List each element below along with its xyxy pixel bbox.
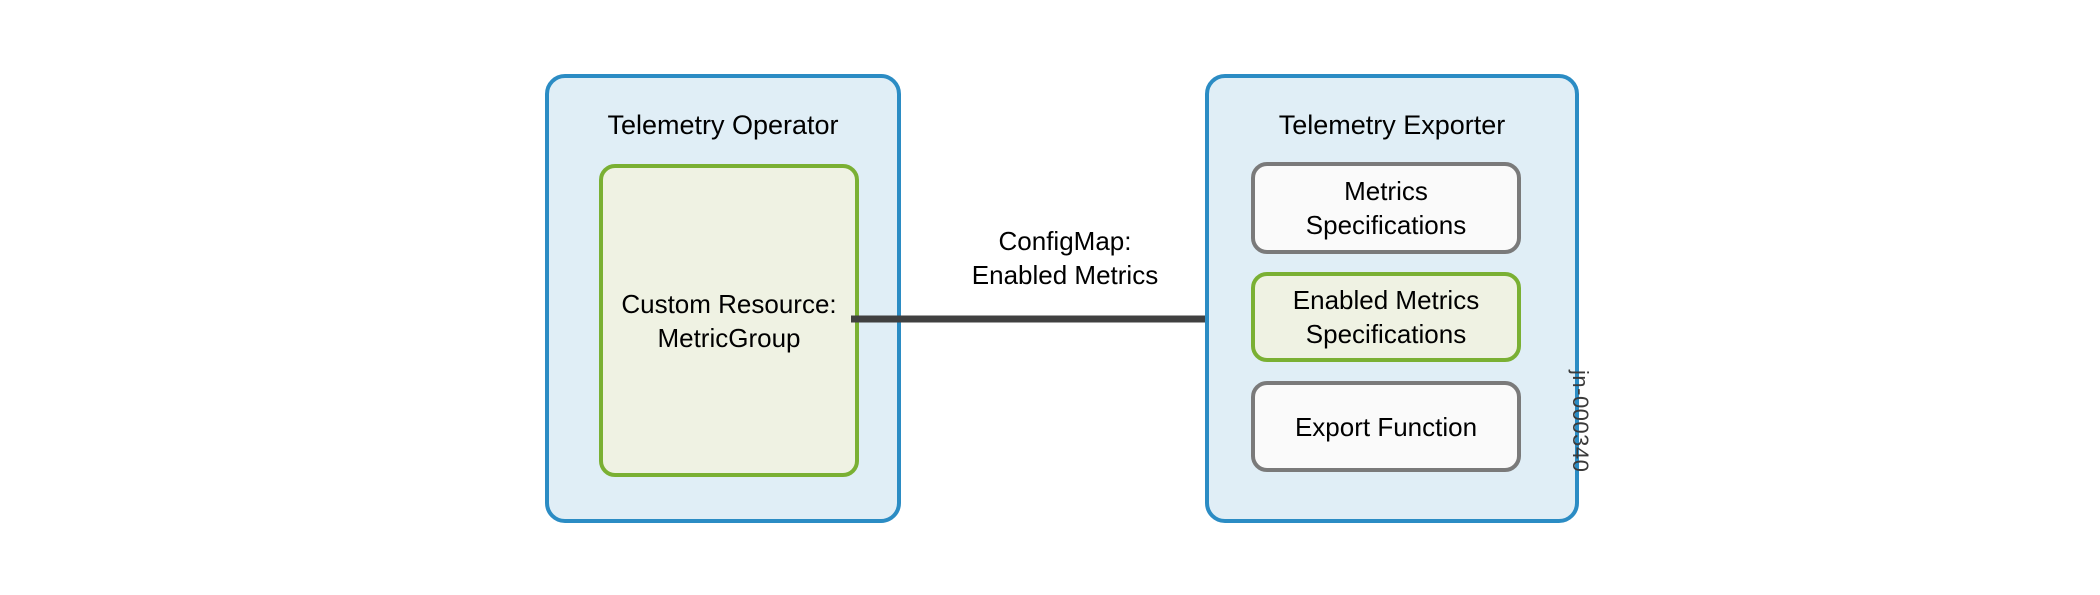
node-export-function-label: Export Function (1294, 411, 1478, 442)
connector-arrow-label: ConfigMap: Enabled Metrics (971, 226, 1159, 290)
node-export-function: Export Function (1251, 381, 1521, 472)
figure-id-watermark: jn-000340 (1568, 370, 1593, 473)
node-metrics-specifications-label: Metrics Specifications (1305, 176, 1467, 240)
node-enabled-metrics-specifications: Enabled Metrics Specifications (1251, 272, 1521, 362)
group-telemetry-exporter-title: Telemetry Exporter (1278, 110, 1506, 140)
node-custom-resource-label: Custom Resource: MetricGroup (621, 288, 837, 353)
node-custom-resource: Custom Resource: MetricGroup (599, 164, 859, 477)
node-metrics-specifications: Metrics Specifications (1251, 162, 1521, 254)
group-telemetry-operator: Telemetry Operator Custom Resource: Metr… (545, 74, 901, 523)
group-telemetry-exporter: Telemetry Exporter Metrics Specification… (1205, 74, 1579, 523)
node-enabled-metrics-specifications-label: Enabled Metrics Specifications (1292, 285, 1480, 349)
connector-arrow-configmap (851, 304, 1251, 334)
group-telemetry-operator-title: Telemetry Operator (607, 110, 839, 140)
